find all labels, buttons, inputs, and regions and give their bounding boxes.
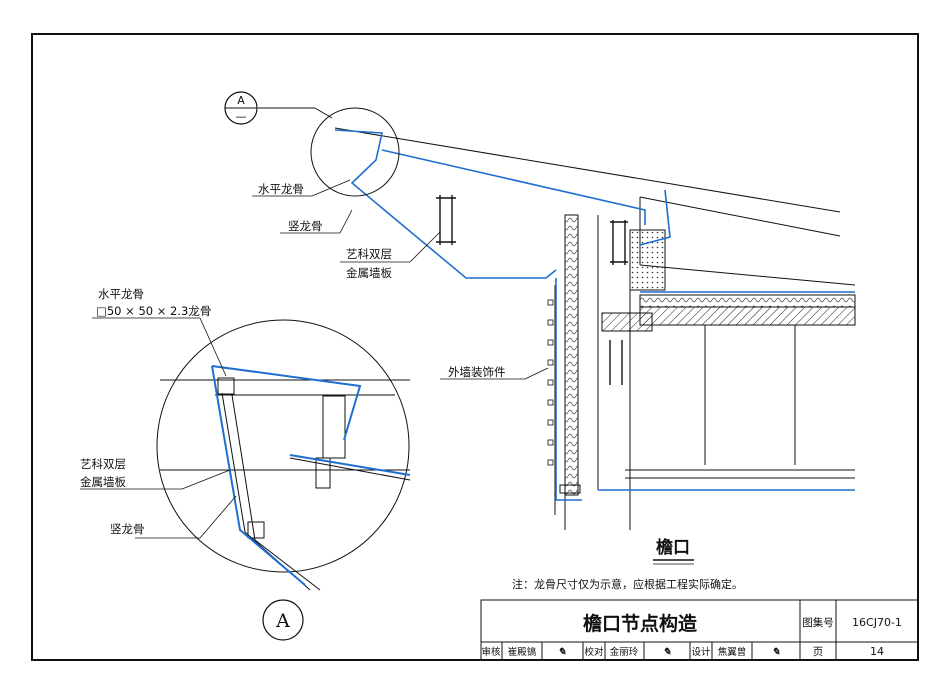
label-horizontal-keel-detail: 水平龙骨 xyxy=(98,287,144,301)
atlas-number: 16CJ70-1 xyxy=(852,616,902,629)
design-label: 设计 xyxy=(691,646,711,658)
page-label: 页 xyxy=(813,646,824,658)
label-horizontal-keel-top: 水平龙骨 xyxy=(258,182,304,196)
detail-marker-circle xyxy=(262,599,304,641)
review-name: 崔殿镐 xyxy=(508,646,537,658)
label-keel-spec: □50 × 50 × 2.3龙骨 xyxy=(96,304,211,318)
detail-callout-circle xyxy=(310,107,400,197)
metal-panel-outline xyxy=(334,129,855,501)
title-block xyxy=(480,599,919,661)
check-name: 金丽玲 xyxy=(610,646,639,658)
index-sheet: — xyxy=(236,110,247,123)
label-wall-decor: 外墙装饰件 xyxy=(448,365,506,379)
enlarged-detail-drawing xyxy=(160,377,411,591)
eave-section-drawing xyxy=(334,127,856,530)
drawing-title: 檐口节点构造 xyxy=(583,612,698,635)
label-vertical-keel-detail: 竖龙骨 xyxy=(110,522,145,536)
atlas-label: 图集号 xyxy=(802,616,834,629)
index-number: A xyxy=(237,94,245,107)
page-number: 14 xyxy=(870,645,884,658)
sheet-border xyxy=(31,33,919,661)
review-signature: ✎ xyxy=(558,647,566,658)
detail-panel-outline xyxy=(211,365,411,586)
label-panel-detail-2: 金属墙板 xyxy=(80,475,126,489)
label-panel-top-1: 艺科双层 xyxy=(346,247,392,261)
detail-marker-letter: A xyxy=(275,610,290,632)
review-label: 审核 xyxy=(481,646,501,658)
label-vertical-keel-top: 竖龙骨 xyxy=(288,219,323,233)
check-signature: ✎ xyxy=(663,647,671,658)
check-label: 校对 xyxy=(584,646,604,658)
design-name: 焦翼曾 xyxy=(718,646,747,658)
label-panel-top-2: 金属墙板 xyxy=(346,266,392,280)
enlarged-detail-circle xyxy=(156,319,410,573)
drawing-note: 注：龙骨尺寸仅为示意，应根据工程实际确定。 xyxy=(512,577,743,591)
label-panel-detail-1: 艺科双层 xyxy=(80,457,126,471)
section-title: 檐口 xyxy=(656,537,690,558)
design-signature: ✎ xyxy=(772,647,780,658)
